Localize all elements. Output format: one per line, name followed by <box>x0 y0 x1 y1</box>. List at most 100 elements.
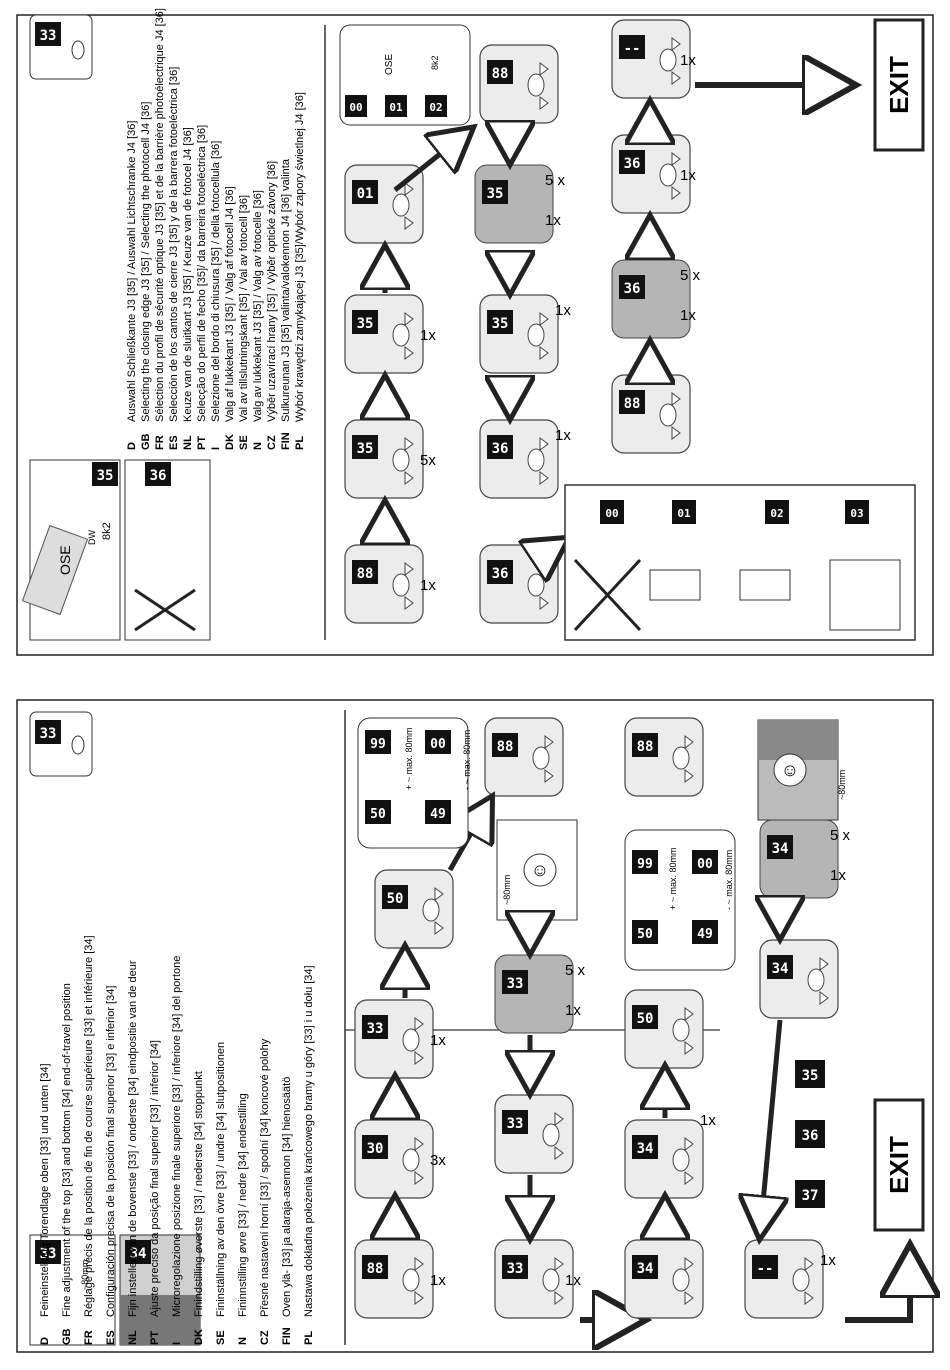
svg-text:5 x: 5 x <box>545 172 566 189</box>
legend-text: Selezione del bordo di chiusura [35] / d… <box>210 141 222 422</box>
option-detail-box: 00 01 02 03 <box>564 484 916 641</box>
svg-text:36: 36 <box>624 281 641 297</box>
legend-text: Selección de los cantos de cierre J3 [35… <box>168 67 180 422</box>
svg-text:50: 50 <box>370 807 386 822</box>
legend-text: Finindstilling øverste [33] / nederste [… <box>193 1071 205 1317</box>
step-remote[interactable]: 88 <box>611 374 691 454</box>
step-remote[interactable]: 34 <box>759 939 839 1019</box>
left-header-display: 33 <box>29 711 93 777</box>
right-row-3: 88 36 5 x 1x 36 1x -- 1x <box>611 19 850 454</box>
legend-lang-code: DK <box>224 434 236 450</box>
legend-lang-code: FR <box>83 1330 95 1345</box>
step-remote[interactable]: 36 <box>479 544 559 624</box>
svg-text:- ~ max. 80mm: - ~ max. 80mm <box>724 850 734 910</box>
svg-text:5x: 5x <box>420 452 436 469</box>
svg-text:1x: 1x <box>545 212 561 229</box>
svg-text:--: -- <box>757 1261 774 1277</box>
step-remote[interactable]: 35 5 x 1x <box>474 164 566 244</box>
smiley-gate-2: ☺ ~80mm <box>757 719 847 821</box>
legend-lang-code: CZ <box>259 1330 271 1345</box>
step-remote[interactable]: 30 3x <box>354 1119 446 1199</box>
step-remote[interactable]: 34 5 x 1x <box>759 819 851 899</box>
legend-text: Sulkureunan J3 [35] valinta/valokennon J… <box>280 158 292 422</box>
svg-text:34: 34 <box>637 1261 654 1277</box>
step-remote[interactable]: 50 <box>374 869 454 949</box>
step-remote[interactable]: 88 <box>479 44 559 124</box>
legend-text: Sélection du profil de sécurité optique … <box>154 8 166 422</box>
svg-text:34: 34 <box>772 841 789 857</box>
svg-text:OSE: OSE <box>384 54 395 75</box>
step-remote[interactable]: 88 <box>624 717 704 797</box>
svg-text:33: 33 <box>367 1021 384 1037</box>
svg-text:34: 34 <box>637 1141 654 1157</box>
svg-text:49: 49 <box>697 927 713 942</box>
svg-text:~80mm: ~80mm <box>502 875 512 905</box>
step-remote[interactable]: 35 1x <box>344 294 436 374</box>
svg-text:01: 01 <box>389 101 403 114</box>
svg-text:88: 88 <box>357 566 374 582</box>
gate-diagrams: 33 ~80mm 34 <box>29 1234 201 1346</box>
svg-text:00: 00 <box>697 857 713 872</box>
right-exit-box[interactable]: EXIT <box>873 18 925 152</box>
svg-text:01: 01 <box>677 507 691 520</box>
svg-text:35: 35 <box>357 316 374 332</box>
svg-text:3x: 3x <box>430 1152 446 1169</box>
svg-text:36: 36 <box>802 1128 819 1144</box>
smiley-gate-1: ☺ ~80mm <box>496 819 578 921</box>
svg-text:36: 36 <box>492 441 509 457</box>
svg-text:50: 50 <box>387 891 404 907</box>
legend-lang-code: I <box>210 447 222 450</box>
step-remote[interactable]: 33 5 x 1x <box>494 954 586 1034</box>
step-remote[interactable]: 88 1x <box>354 1239 446 1319</box>
svg-text:36: 36 <box>492 566 509 582</box>
right-row-2: 36 36 1x 35 1x 35 5 x 1x <box>474 44 571 624</box>
legend-lang-code: FIN <box>280 432 292 450</box>
step-remote[interactable]: 35 1x <box>479 294 571 374</box>
step-remote[interactable]: 33 <box>494 1094 574 1174</box>
svg-text:36: 36 <box>150 468 167 484</box>
legend-text: Přesné nastavení horní [33] / spodní [34… <box>259 1038 271 1317</box>
svg-text:36: 36 <box>624 156 641 172</box>
step-remote[interactable]: 36 1x <box>479 419 571 499</box>
step-remote[interactable]: 36 5 x 1x <box>611 259 701 339</box>
step-remote[interactable]: 01 <box>344 164 424 244</box>
legend-text: Výběr uzavírací hrany [35] / Výběr optic… <box>266 161 278 422</box>
svg-text:1x: 1x <box>830 867 846 884</box>
svg-text:99: 99 <box>637 857 653 872</box>
svg-text:1x: 1x <box>680 167 696 184</box>
legend-lang-code: ES <box>105 1330 117 1345</box>
legend-lang-code: GB <box>140 433 152 450</box>
step-remote[interactable]: 35 5x <box>344 419 436 499</box>
legend-text: Oven ylä- [33] ja alaraja-asennon [34] h… <box>281 1077 293 1317</box>
step-remote[interactable]: 88 <box>484 717 564 797</box>
legend-lang-code: N <box>252 442 264 450</box>
legend-lang-code: CZ <box>266 435 278 450</box>
legend-text: Feineinstellung Torendlage oben [33] und… <box>39 1063 51 1317</box>
step-remote[interactable]: 34 <box>624 1239 704 1319</box>
legend-lang-code: PT <box>196 436 208 450</box>
svg-text:88: 88 <box>637 739 654 755</box>
step-remote[interactable]: 88 1x <box>344 544 436 624</box>
svg-text:5 x: 5 x <box>680 267 701 284</box>
svg-text:1x: 1x <box>565 1272 581 1289</box>
svg-text:33: 33 <box>40 28 57 44</box>
step-remote[interactable]: 33 1x <box>494 1239 581 1319</box>
step-remote[interactable]: 36 1x <box>611 134 696 214</box>
svg-text:OSE: OSE <box>57 545 73 575</box>
step-remote[interactable]: 33 1x <box>354 999 446 1079</box>
step-remote[interactable]: 50 <box>624 989 704 1069</box>
legend-lang-code: FIN <box>281 1327 293 1345</box>
svg-text:1x: 1x <box>680 307 696 324</box>
step-remote[interactable]: 34 1x <box>624 1112 716 1199</box>
svg-text:1x: 1x <box>420 577 436 594</box>
left-exit-box[interactable]: EXIT <box>873 1098 925 1232</box>
left-row-4: -- 1x 37 36 35 34 34 5 x 1x <box>744 819 910 1323</box>
step-remote[interactable]: -- 1x <box>611 19 696 99</box>
step-remote[interactable]: -- 1x <box>744 1239 836 1319</box>
svg-text:35: 35 <box>97 468 114 484</box>
legend-lang-code: DK <box>193 1329 205 1345</box>
legend-text: Selecção do perfil de fecho [35]/ da bar… <box>196 125 208 422</box>
legend-text: Fininnstilling øvre [33] / nedre [34] en… <box>237 1093 249 1317</box>
